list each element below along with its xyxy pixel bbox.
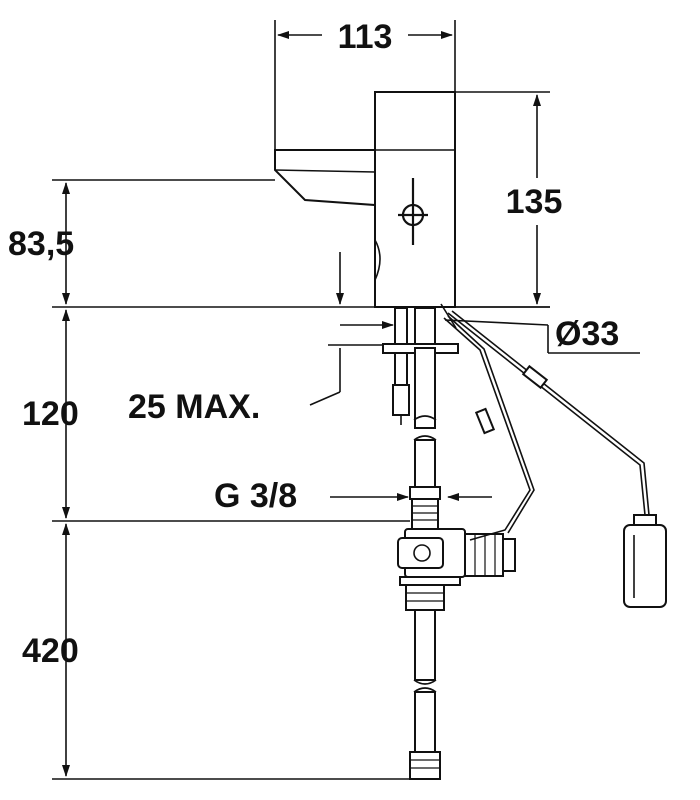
dimension-max-deck: 25 MAX. bbox=[128, 252, 395, 426]
faucet-body bbox=[274, 91, 456, 308]
mounting-shank bbox=[382, 307, 459, 429]
outlet-hose bbox=[409, 609, 441, 780]
dimension-label-83-5: 83,5 bbox=[8, 225, 74, 263]
dimension-label-25-max: 25 MAX. bbox=[128, 388, 260, 426]
dimension-width-top: 113 bbox=[274, 18, 456, 155]
dimension-label-d33: Ø33 bbox=[555, 315, 619, 353]
dimension-label-120: 120 bbox=[22, 395, 79, 433]
battery-cable bbox=[447, 310, 650, 516]
dimension-thread: G 3/8 bbox=[214, 477, 492, 515]
solenoid-valve bbox=[397, 528, 516, 611]
dimension-height-below-deck: 120 bbox=[22, 309, 410, 522]
dimension-height-body: 135 bbox=[455, 91, 563, 308]
dimension-label-420: 420 bbox=[22, 632, 79, 670]
supply-pipe bbox=[409, 435, 441, 530]
battery-box bbox=[623, 514, 667, 608]
dimension-height-spout: 83,5 bbox=[8, 179, 275, 305]
sensor-cable bbox=[443, 315, 535, 541]
dimension-label-g3-8: G 3/8 bbox=[214, 477, 297, 515]
dimension-diameter: Ø33 bbox=[440, 303, 640, 354]
dimension-label-135: 135 bbox=[506, 183, 563, 221]
dimension-label-113: 113 bbox=[338, 18, 393, 56]
dimension-hose-length: 420 bbox=[22, 523, 415, 780]
